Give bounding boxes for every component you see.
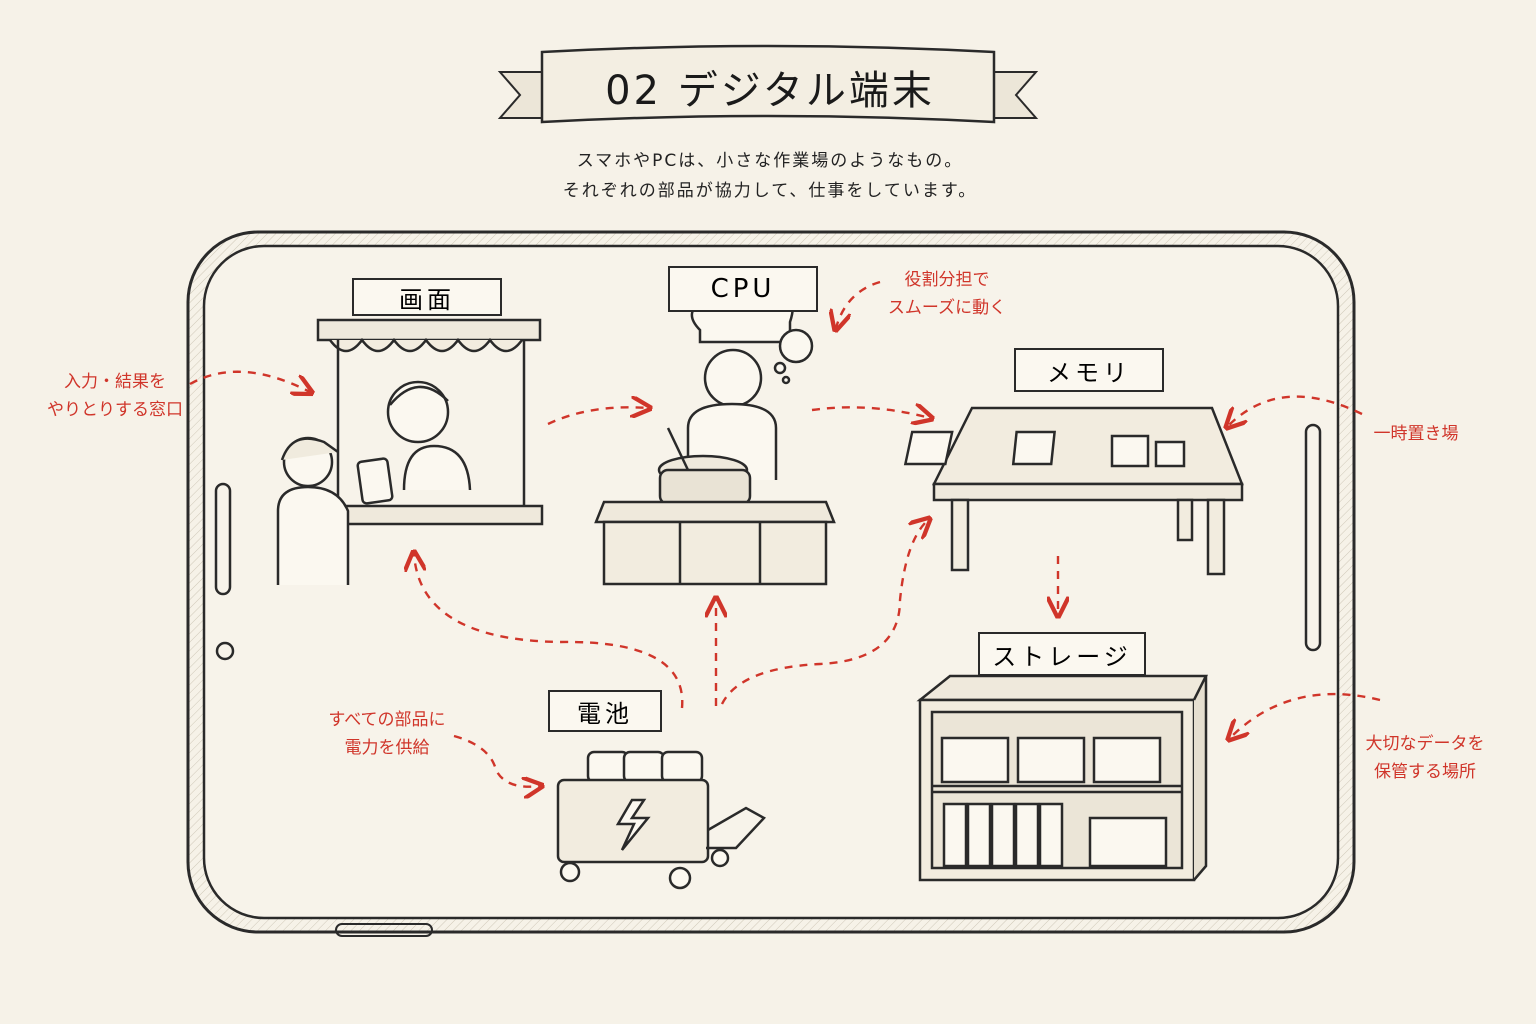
screen-note: 入力・結果を やりとりする窓口 (40, 368, 190, 424)
arrow-battery-to-screen (414, 554, 684, 709)
arrow-screen-to-cpu (547, 407, 648, 426)
connector-arrows (189, 280, 1381, 787)
screen-note-line-1: 入力・結果を (64, 372, 166, 392)
screen-note-line-2: やりとりする窓口 (47, 400, 183, 420)
memory-label: メモリ (1014, 348, 1164, 392)
battery-note-line-1: すべての部品に (328, 710, 446, 730)
arrow-battery-note (453, 734, 540, 787)
cpu-note-line-1: 役割分担で (904, 270, 990, 290)
arrow-battery-to-memory (720, 520, 928, 705)
arrow-storage-note (1230, 692, 1381, 738)
storage-note-line-2: 保管する場所 (1374, 762, 1476, 782)
storage-note: 大切なデータを 保管する場所 (1350, 730, 1500, 786)
memory-table-illustration (903, 406, 1244, 576)
intro-text: スマホやPCは、小さな作業場のようなもの。 それぞれの部品が協力して、仕事をして… (420, 146, 1120, 206)
cpu-chef-illustration (594, 278, 836, 586)
title-ribbon (497, 44, 1039, 124)
battery-note: すべての部品に 電力を供給 (312, 706, 462, 762)
storage-note-line-1: 大切なデータを (1365, 734, 1485, 754)
battery-label: 電池 (548, 690, 662, 732)
cpu-note-line-2: スムーズに動く (887, 298, 1007, 318)
memory-note: 一時置き場 (1373, 424, 1459, 444)
screen-label: 画面 (352, 278, 502, 316)
storage-label: ストレージ (978, 632, 1146, 676)
arrow-cpu-to-memory (811, 407, 930, 418)
arrow-memory-note (1228, 395, 1363, 426)
page-title: 02 デジタル端末 (605, 68, 935, 114)
arrow-cpu-note (836, 280, 881, 328)
battery-cart-illustration (556, 750, 767, 890)
storage-shelf-illustration (916, 674, 1209, 882)
intro-line-2: それぞれの部品が協力して、仕事をしています。 (562, 181, 978, 201)
cpu-label: CPU (668, 266, 818, 312)
cpu-note: 役割分担で スムーズに動く (872, 266, 1022, 322)
intro-line-1: スマホやPCは、小さな作業場のようなもの。 (576, 151, 964, 171)
battery-note-line-2: 電力を供給 (344, 738, 430, 758)
arrow-screen-note (189, 370, 310, 392)
screen-booth-illustration (276, 318, 544, 585)
